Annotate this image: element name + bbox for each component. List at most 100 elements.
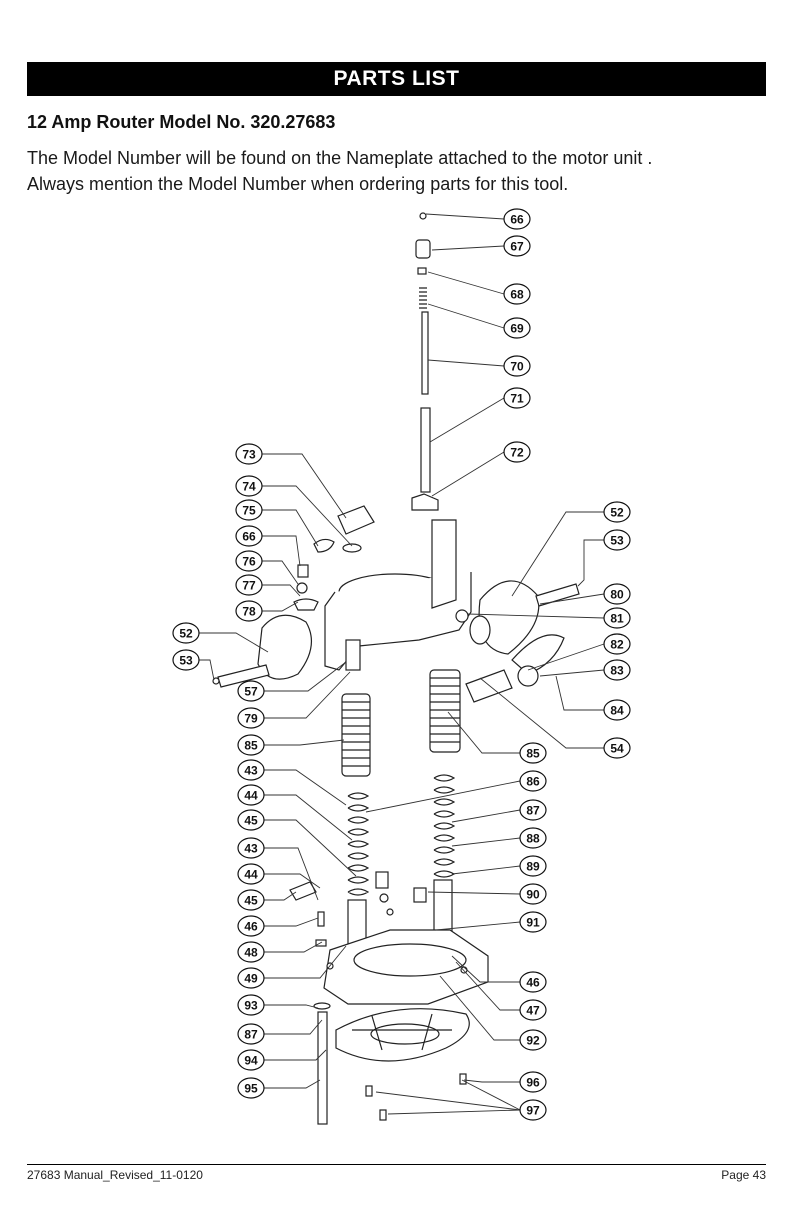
callout-8: 73 xyxy=(235,443,263,465)
svg-text:77: 77 xyxy=(242,579,256,593)
svg-text:89: 89 xyxy=(526,860,540,874)
svg-text:68: 68 xyxy=(510,288,524,302)
svg-text:87: 87 xyxy=(526,804,540,818)
svg-text:43: 43 xyxy=(244,764,258,778)
callout-45: 88 xyxy=(519,827,547,849)
svg-text:93: 93 xyxy=(244,999,258,1013)
callout-17: 57 xyxy=(237,680,265,702)
svg-text:73: 73 xyxy=(242,448,256,462)
svg-text:74: 74 xyxy=(242,480,256,494)
svg-text:87: 87 xyxy=(244,1028,258,1042)
svg-text:52: 52 xyxy=(610,506,624,520)
svg-text:92: 92 xyxy=(526,1034,540,1048)
callout-7: 72 xyxy=(503,441,531,463)
svg-text:66: 66 xyxy=(242,530,256,544)
svg-text:48: 48 xyxy=(244,946,258,960)
svg-text:91: 91 xyxy=(526,916,540,930)
callout-21: 44 xyxy=(237,784,265,806)
svg-text:86: 86 xyxy=(526,775,540,789)
callout-28: 49 xyxy=(237,967,265,989)
svg-text:71: 71 xyxy=(510,392,524,406)
model-heading: 12 Amp Router Model No. 320.27683 xyxy=(27,112,336,132)
callout-41: 54 xyxy=(603,737,631,759)
svg-text:43: 43 xyxy=(244,842,258,856)
svg-text:75: 75 xyxy=(242,504,256,518)
callout-20: 43 xyxy=(237,759,265,781)
callout-47: 90 xyxy=(519,883,547,905)
svg-text:94: 94 xyxy=(244,1054,258,1068)
svg-text:46: 46 xyxy=(244,920,258,934)
svg-text:72: 72 xyxy=(510,446,524,460)
intro-text: The Model Number will be found on the Na… xyxy=(27,145,772,197)
intro-line-2: Always mention the Model Number when ord… xyxy=(27,174,569,194)
svg-text:95: 95 xyxy=(244,1082,258,1096)
callout-22: 45 xyxy=(237,809,265,831)
callout-10: 75 xyxy=(235,499,263,521)
callout-1: 66 xyxy=(503,208,531,230)
callout-14: 78 xyxy=(235,600,263,622)
svg-text:57: 57 xyxy=(244,685,258,699)
callout-11: 66 xyxy=(235,525,263,547)
callout-27: 48 xyxy=(237,941,265,963)
svg-text:44: 44 xyxy=(244,868,258,882)
svg-text:88: 88 xyxy=(526,832,540,846)
callout-26: 46 xyxy=(237,915,265,937)
svg-text:47: 47 xyxy=(526,1004,540,1018)
svg-text:76: 76 xyxy=(242,555,256,569)
callout-43: 86 xyxy=(519,770,547,792)
svg-text:52: 52 xyxy=(179,627,193,641)
callout-18: 79 xyxy=(237,707,265,729)
svg-text:49: 49 xyxy=(244,972,258,986)
svg-text:45: 45 xyxy=(244,894,258,908)
callout-30: 87 xyxy=(237,1023,265,1045)
callout-40: 84 xyxy=(603,699,631,721)
svg-text:79: 79 xyxy=(244,712,258,726)
callout-50: 47 xyxy=(519,999,547,1021)
callout-44: 87 xyxy=(519,799,547,821)
callout-4: 69 xyxy=(503,317,531,339)
svg-text:46: 46 xyxy=(526,976,540,990)
svg-text:81: 81 xyxy=(610,612,624,626)
callout-13: 77 xyxy=(235,574,263,596)
callout-34: 52 xyxy=(603,501,631,523)
svg-text:84: 84 xyxy=(610,704,624,718)
callout-35: 53 xyxy=(603,529,631,551)
svg-text:85: 85 xyxy=(244,739,258,753)
callout-38: 82 xyxy=(603,633,631,655)
callout-25: 45 xyxy=(237,889,265,911)
svg-text:70: 70 xyxy=(510,360,524,374)
callout-42: 85 xyxy=(519,742,547,764)
callout-24: 44 xyxy=(237,863,265,885)
callout-12: 76 xyxy=(235,550,263,572)
callout-46: 89 xyxy=(519,855,547,877)
svg-text:54: 54 xyxy=(610,742,624,756)
intro-line-1: The Model Number will be found on the Na… xyxy=(27,148,653,168)
callout-31: 94 xyxy=(237,1049,265,1071)
svg-text:96: 96 xyxy=(526,1076,540,1090)
left-bellows xyxy=(341,693,371,777)
svg-text:80: 80 xyxy=(610,588,624,602)
svg-text:45: 45 xyxy=(244,814,258,828)
svg-text:66: 66 xyxy=(510,213,524,227)
callout-19: 85 xyxy=(237,734,265,756)
callout-52: 96 xyxy=(519,1071,547,1093)
svg-text:90: 90 xyxy=(526,888,540,902)
callout-36: 80 xyxy=(603,583,631,605)
svg-text:67: 67 xyxy=(510,240,524,254)
callout-3: 68 xyxy=(503,283,531,305)
svg-text:83: 83 xyxy=(610,664,624,678)
svg-text:85: 85 xyxy=(526,747,540,761)
callout-2: 67 xyxy=(503,235,531,257)
callout-5: 70 xyxy=(503,355,531,377)
right-bellows xyxy=(429,669,461,753)
callout-39: 83 xyxy=(603,659,631,681)
callout-group: 66 67 68 69 70 71 72 73 74 75 66 76 77 7… xyxy=(172,208,631,1121)
exploded-parts-diagram: 66 67 68 69 70 71 72 73 74 75 66 76 77 7… xyxy=(0,200,793,1150)
diagram-svg: 66 67 68 69 70 71 72 73 74 75 66 76 77 7… xyxy=(172,208,631,1125)
svg-text:44: 44 xyxy=(244,789,258,803)
svg-text:97: 97 xyxy=(526,1104,540,1118)
callout-23: 43 xyxy=(237,837,265,859)
callout-49: 46 xyxy=(519,971,547,993)
svg-text:69: 69 xyxy=(510,322,524,336)
callout-15: 52 xyxy=(172,622,200,644)
